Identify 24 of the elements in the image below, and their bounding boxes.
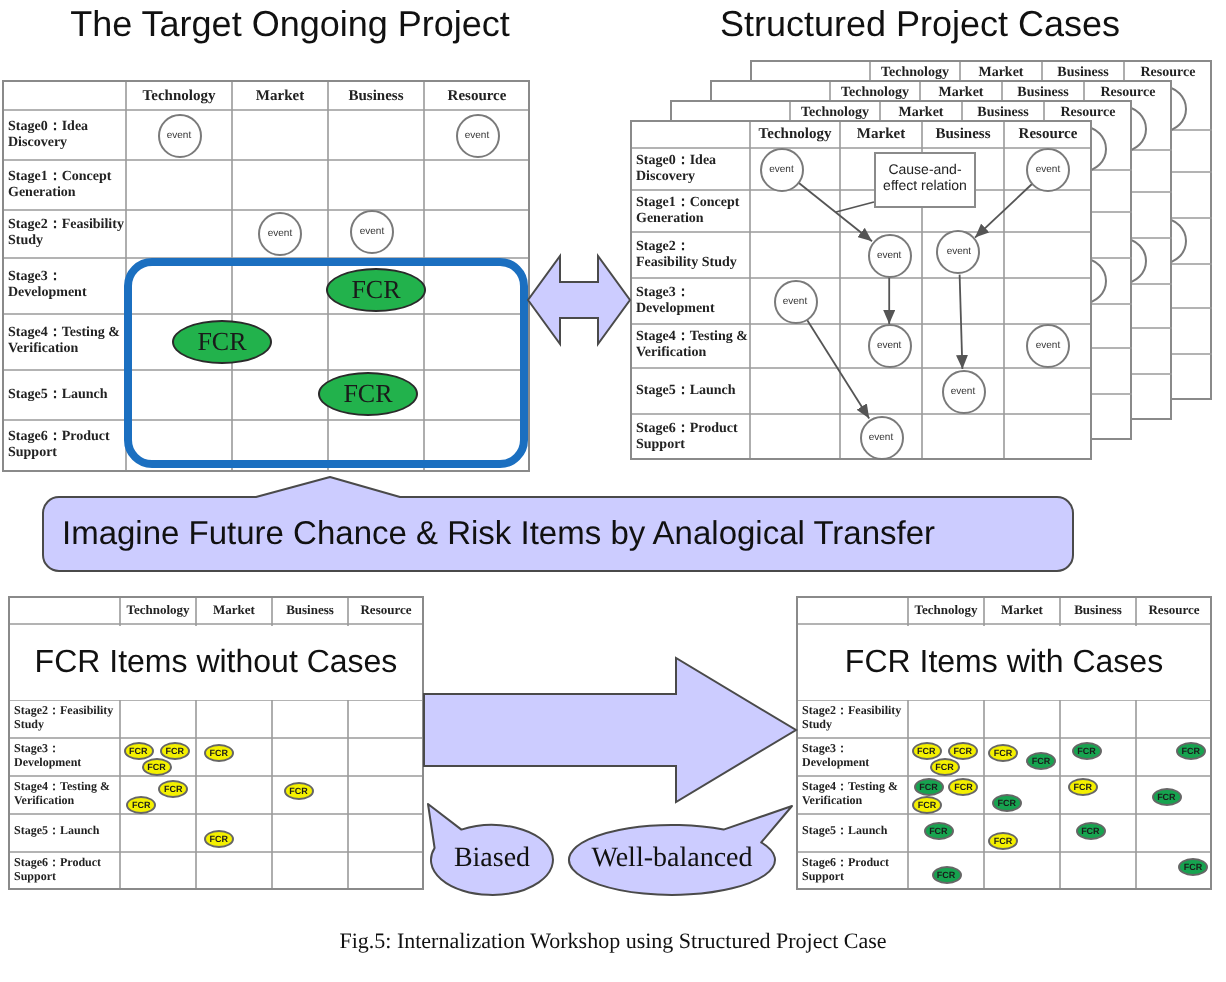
table-title: FCR Items without Cases — [10, 626, 422, 700]
table — [750, 60, 1212, 80]
arrow — [797, 181, 873, 243]
leader-line — [835, 201, 875, 213]
fcr-ellipse: FCR — [318, 372, 418, 416]
arrow — [956, 273, 968, 370]
callout-banner: Imagine Future Chance & Risk Items by Analogical Transfer — [42, 476, 1074, 572]
heading: Structured Project Cases — [719, 4, 1121, 44]
table — [796, 596, 1212, 890]
fcr-ellipse: FCR — [326, 268, 426, 312]
highlight-frame — [124, 258, 528, 468]
arrow — [805, 318, 871, 420]
table — [8, 596, 424, 890]
speech-bubble: Well-balanced — [568, 806, 792, 896]
block-arrow — [423, 656, 798, 804]
arrow — [883, 276, 896, 325]
arrow — [974, 183, 1033, 239]
double-block-arrow — [526, 252, 632, 348]
table — [2, 80, 530, 472]
table-title: FCR Items with Cases — [798, 626, 1210, 700]
fcr-ellipse: FCR — [172, 320, 272, 364]
speech-bubble: Biased — [428, 804, 554, 896]
heading: The Target Ongoing Project — [70, 4, 510, 44]
figure-caption: Fig.5: Internalization Workshop using Structured Project Case — [339, 930, 887, 954]
